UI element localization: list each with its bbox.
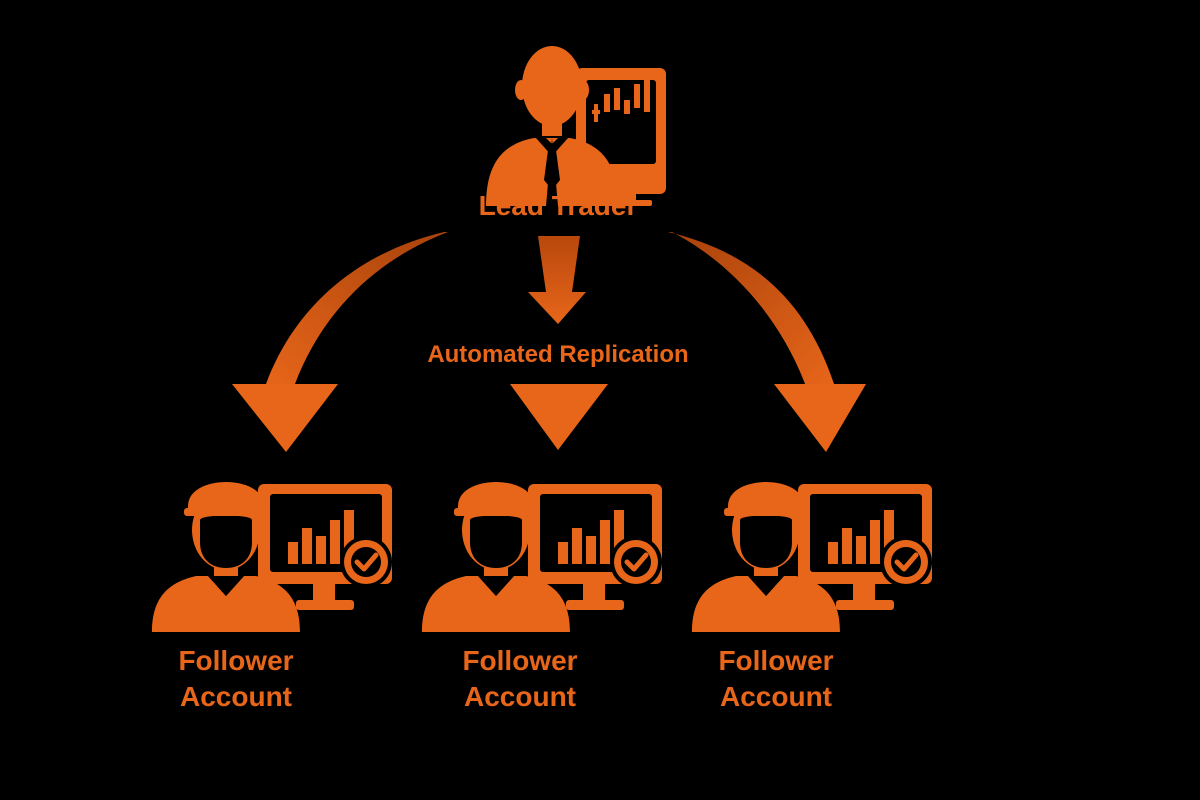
- follower-with-verified-monitor-icon: [152, 482, 392, 632]
- follower-3: Follower Account: [692, 482, 932, 712]
- follower-with-verified-monitor-icon: [692, 482, 932, 632]
- follower-label-line2: Account: [464, 681, 576, 712]
- arrow-to-follower-1: [232, 232, 448, 452]
- follower-label-line2: Account: [720, 681, 832, 712]
- follower-label-line1: Follower: [718, 645, 833, 676]
- follower-label-line2: Account: [180, 681, 292, 712]
- follower-1: Follower Account: [152, 482, 392, 712]
- arrow-center-upper: [528, 236, 586, 324]
- follower-label-line1: Follower: [178, 645, 293, 676]
- businessman-with-chart-monitor-icon: [486, 46, 666, 206]
- follower-with-verified-monitor-icon: [422, 482, 662, 632]
- follower-label-line1: Follower: [462, 645, 577, 676]
- lead-trader-label: Lead Trader: [479, 190, 638, 221]
- arrow-to-follower-3: [668, 232, 866, 452]
- follower-2: Follower Account: [422, 482, 662, 712]
- arrow-to-follower-2: [510, 384, 608, 450]
- automated-replication-label: Automated Replication: [427, 341, 688, 368]
